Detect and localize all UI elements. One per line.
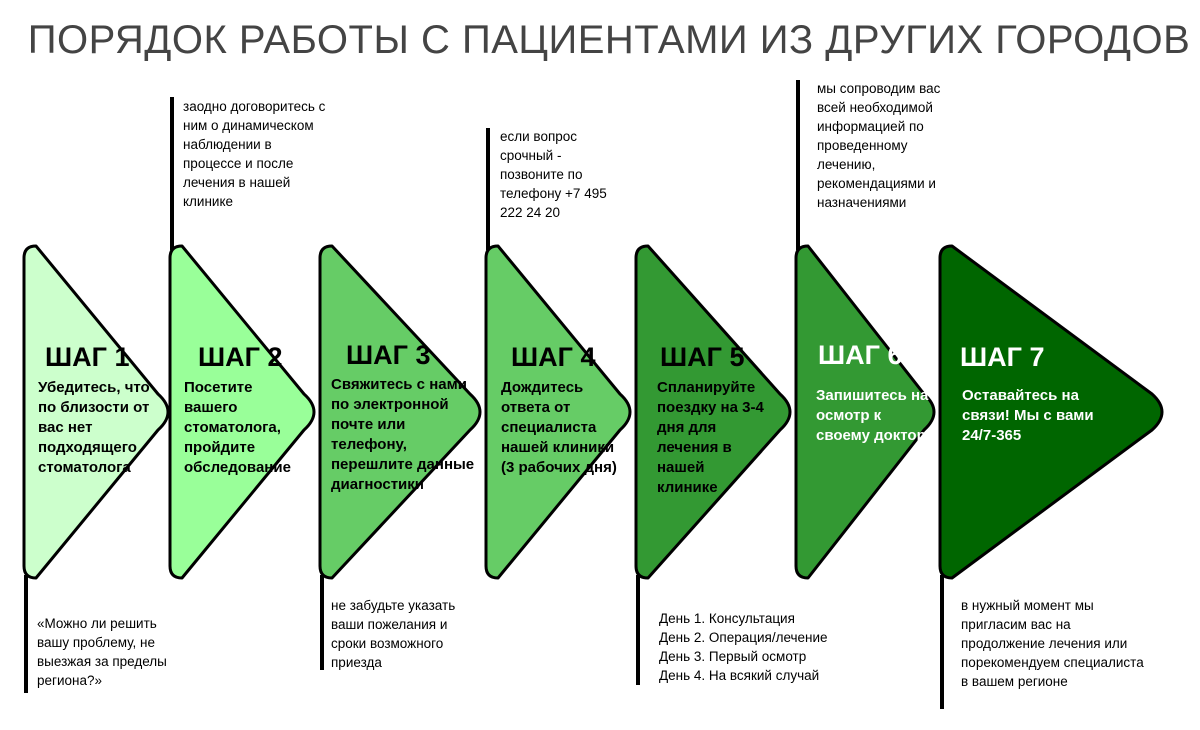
step-1-text: Убедитесь, что по близости от вас нет по… — [38, 379, 150, 476]
note-bottom-step7: в нужный момент мы пригласим вас на прод… — [961, 598, 1144, 689]
step-3-title: ШАГ 3 — [346, 340, 431, 370]
note-bottom-step3: не забудьте указать ваши пожелания и сро… — [331, 598, 456, 670]
step-6-text: Запишитесь на осмотр к своему доктору — [816, 387, 934, 444]
note-top-step6: мы сопроводим вас всей необходимой инфор… — [817, 81, 941, 210]
step-7-text: Оставайтесь на связи! Мы с вами 24/7-365 — [962, 387, 1094, 444]
connector-line-top-step2 — [170, 97, 174, 250]
note-top-step4: если вопрос срочный - позвоните по телеф… — [500, 129, 607, 220]
note-bottom-step5-line: День 2. Операция/лечение — [659, 630, 828, 645]
connector-line-bottom-step1 — [24, 575, 28, 693]
step-2-text: Посетите вашего стоматолога, пройдите об… — [184, 379, 291, 476]
step-1-title: ШАГ 1 — [45, 342, 130, 372]
step-4-title: ШАГ 4 — [511, 342, 596, 372]
connector-line-bottom-step3 — [320, 575, 324, 670]
page-title: ПОРЯДОК РАБОТЫ С ПАЦИЕНТАМИ ИЗ ДРУГИХ ГО… — [27, 18, 1191, 62]
step-7-title: ШАГ 7 — [960, 342, 1045, 372]
connector-line-bottom-step7 — [940, 575, 944, 709]
note-bottom-step5: День 1. Консультация День 2. Операция/ле… — [659, 609, 859, 685]
connector-line-bottom-step5 — [636, 575, 640, 685]
connector-line-top-step4 — [486, 128, 490, 250]
step-2-title: ШАГ 2 — [198, 342, 283, 372]
step-5-text: Спланируйте поездку на 3-4 дня для лечен… — [657, 379, 764, 496]
note-top-step2: заодно договоритесь с ним о динамическом… — [183, 99, 326, 209]
connector-line-top-step6 — [796, 80, 800, 250]
note-bottom-step5-line: День 3. Первый осмотр — [659, 649, 807, 664]
step-4-text: Дождитесь ответа от специалиста нашей кл… — [501, 379, 617, 476]
step-5-title: ШАГ 5 — [660, 342, 745, 372]
note-bottom-step1: «Можно ли решить вашу проблему, не выезж… — [37, 616, 167, 688]
step-3-text: Свяжитесь с нами по электронной почте ил… — [331, 376, 475, 493]
step-6-title: ШАГ 6 — [818, 340, 903, 370]
note-bottom-step5-line: День 1. Консультация — [659, 611, 795, 626]
note-bottom-step5-line: День 4. На всякий случай — [659, 668, 820, 683]
